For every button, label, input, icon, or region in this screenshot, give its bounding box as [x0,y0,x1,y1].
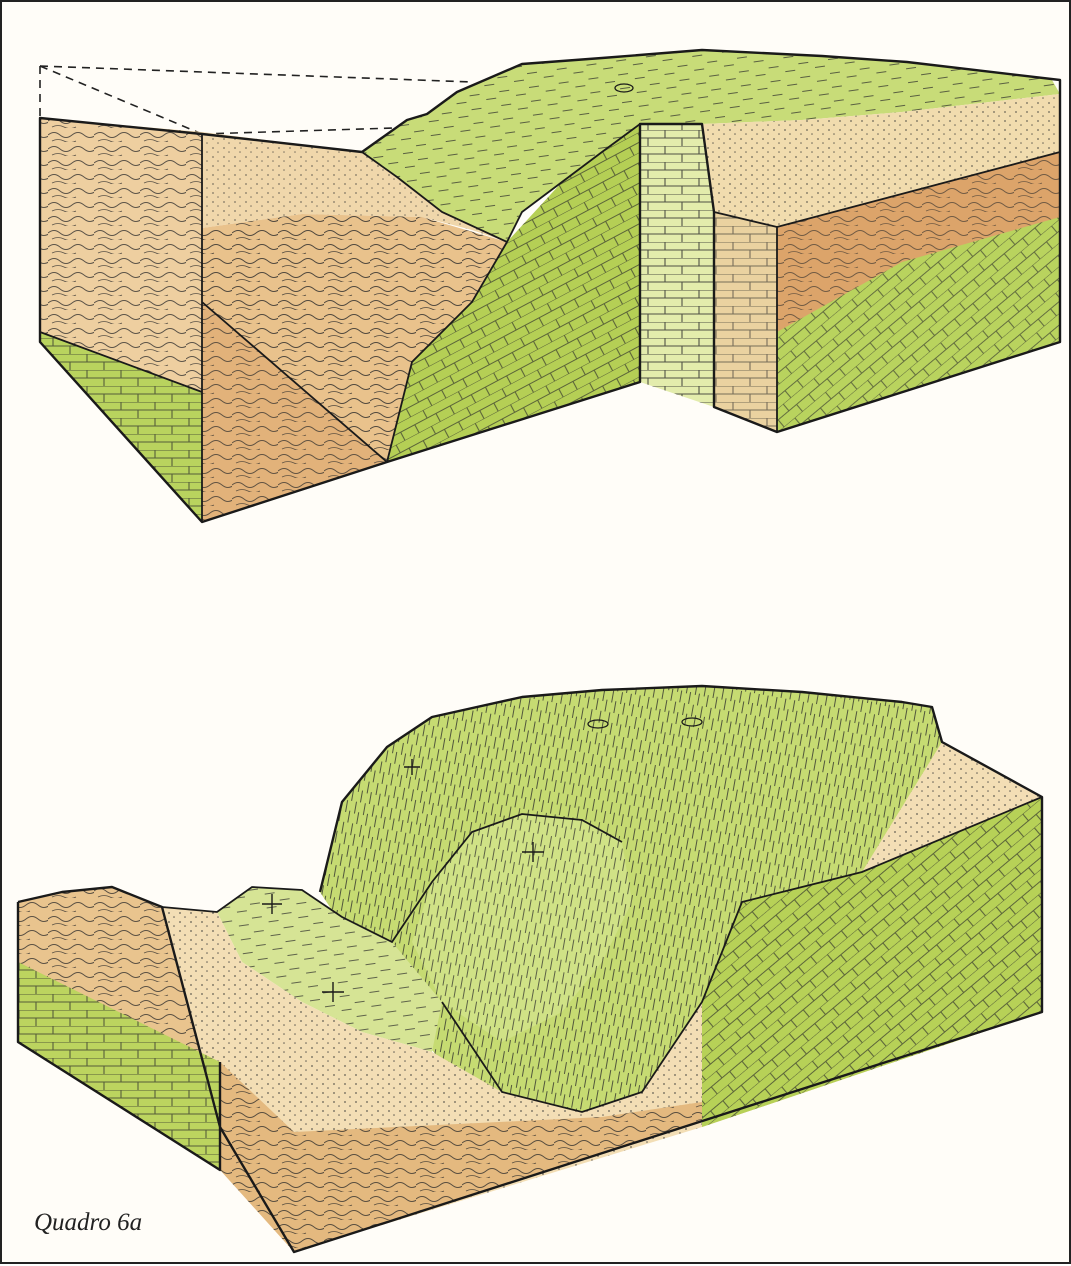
lower-block-diagram [18,686,1042,1252]
figure-caption: Quadro 6a [34,1209,142,1237]
upper-block-diagram [40,50,1060,522]
